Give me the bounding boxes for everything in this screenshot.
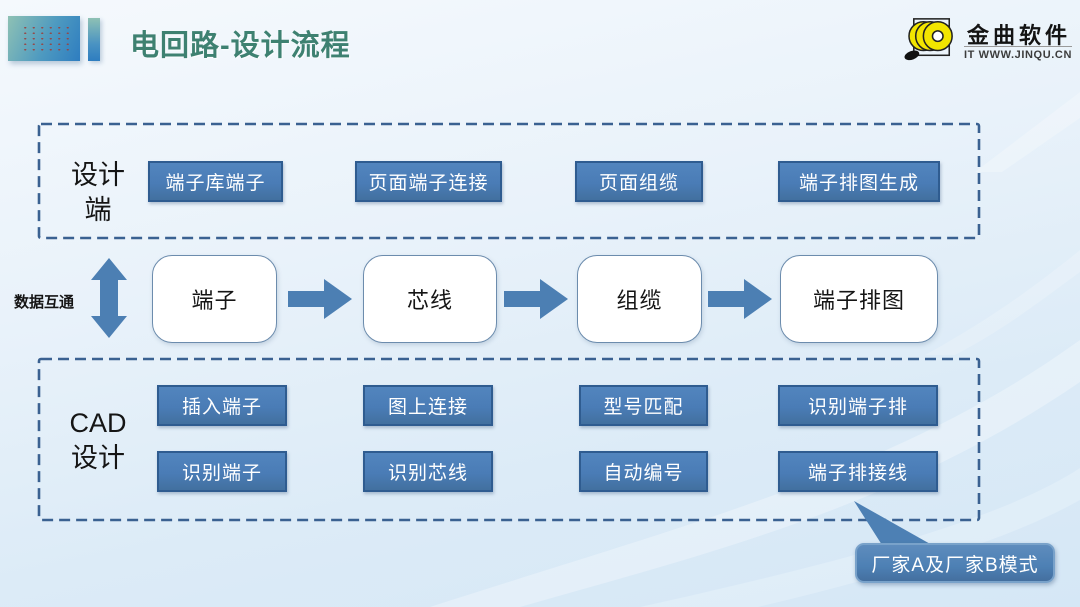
logo-tagline: IT WWW.JINQU.CN — [964, 46, 1072, 61]
data-exchange-label: 数据互通 — [14, 294, 75, 311]
design-section-label: 设计 端 — [71, 160, 125, 225]
cad-button-terminal-strip-wiring: 端子排接线 — [778, 451, 938, 492]
logo-brand-text: 金曲软件 — [967, 23, 1072, 48]
jinqu-logo-icon — [904, 18, 953, 61]
cad-section-label: CAD 设计 — [69, 408, 127, 473]
cad-button-recognize-core-wire: 识别芯线 — [363, 451, 493, 492]
flow-node-cable-group: 组缆 — [577, 255, 702, 343]
callout-tail — [854, 501, 932, 545]
flow-arrow-icon — [288, 279, 352, 319]
flow-node-terminal: 端子 — [152, 255, 277, 343]
design-button-terminal-library: 端子库端子 — [148, 161, 283, 202]
cad-button-connect-on-drawing: 图上连接 — [363, 385, 493, 426]
flow-node-terminal-strip-diagram: 端子排图 — [780, 255, 938, 343]
cad-button-model-match: 型号匹配 — [579, 385, 708, 426]
header-decor-dots — [21, 25, 71, 52]
logo: 金曲软件 IT WWW.JINQU.CN — [903, 14, 1073, 64]
flow-arrow-icon — [708, 279, 772, 319]
design-button-terminal-strip-generate: 端子排图生成 — [778, 161, 940, 202]
header-decor-rect — [8, 16, 80, 61]
design-button-page-cabling: 页面组缆 — [575, 161, 703, 202]
cad-section-border — [37, 357, 981, 522]
header-decor-bar — [88, 18, 100, 61]
page-title: 电回路-设计流程 — [130, 30, 351, 62]
flow-node-core-wire: 芯线 — [363, 255, 497, 343]
flow-arrow-icon — [504, 279, 568, 319]
cad-button-insert-terminal: 插入端子 — [157, 385, 287, 426]
cad-button-recognize-terminal-strip: 识别端子排 — [778, 385, 938, 426]
cad-button-auto-number: 自动编号 — [579, 451, 708, 492]
data-exchange-arrow-icon — [91, 258, 127, 338]
vendor-mode-callout: 厂家A及厂家B模式 — [855, 543, 1055, 583]
cad-button-recognize-terminal: 识别端子 — [157, 451, 287, 492]
design-button-page-terminal-connect: 页面端子连接 — [355, 161, 502, 202]
